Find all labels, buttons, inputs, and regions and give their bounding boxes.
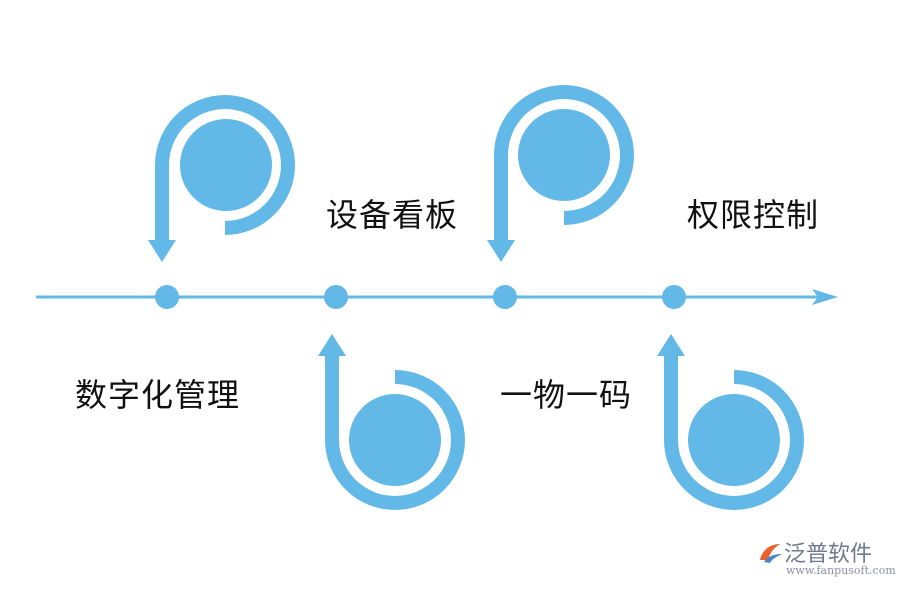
p-glyph-icon-1	[148, 95, 295, 262]
watermark-url: www.fanpusoft.com	[786, 564, 896, 577]
timeline-node-1	[155, 285, 179, 309]
b-glyph-icon-2	[318, 334, 465, 510]
stage-label-2: 设备看板	[326, 196, 459, 234]
timeline-node-4	[662, 285, 686, 309]
stage-label-1: 数字化管理	[75, 376, 241, 414]
timeline-node-3	[493, 285, 517, 309]
b-glyph-icon-4	[657, 334, 804, 510]
brand-logo-icon	[760, 544, 782, 563]
watermark-brand: 泛普软件	[784, 542, 873, 567]
watermark-logo: 泛普软件 www.fanpusoft.com	[756, 536, 896, 582]
p-glyph-icon-3	[487, 85, 634, 262]
timeline-arrowhead	[812, 289, 838, 305]
stage-label-4: 权限控制	[687, 196, 820, 234]
timeline-node-2	[324, 285, 348, 309]
stage-label-3: 一物一码	[500, 376, 633, 414]
